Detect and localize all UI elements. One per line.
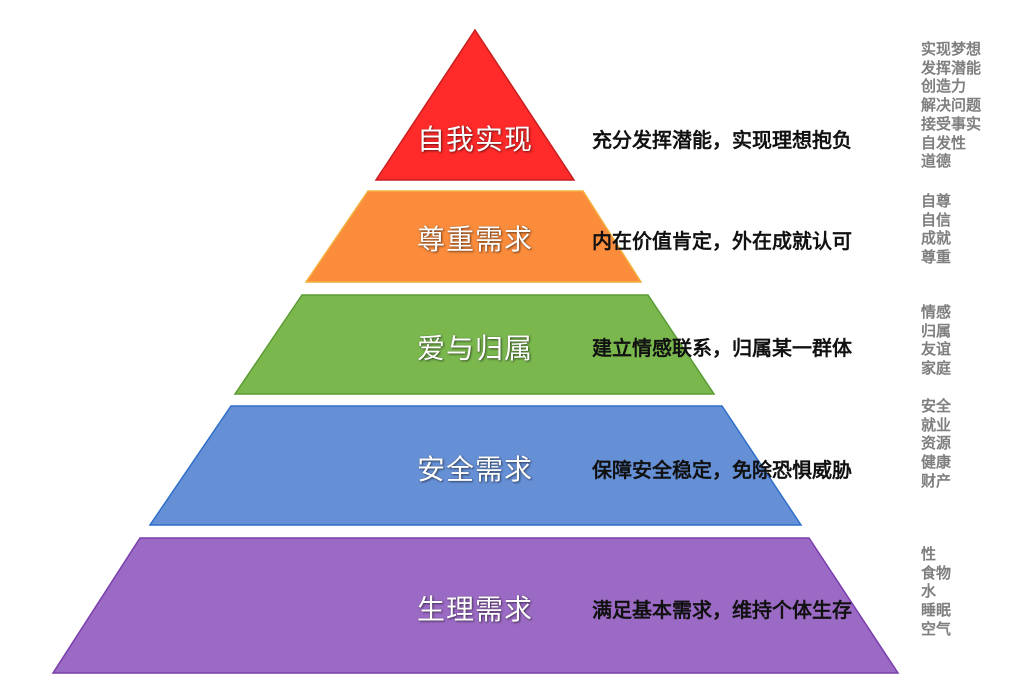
keyword-item: 道德 — [921, 152, 952, 171]
keyword-item: 尊重 — [921, 248, 952, 267]
keyword-item: 实现梦想 — [921, 40, 982, 58]
level-shape-physiological — [51, 537, 900, 674]
keyword-item: 自尊 — [921, 192, 952, 210]
keyword-item: 性 — [921, 545, 937, 563]
keyword-item: 就业 — [921, 415, 952, 434]
keywords-self-actualization: 实现梦想 发挥潜能 创造力 解决问题 接受事实 自发性 道德 — [921, 40, 981, 171]
level-title-safety: 安全需求 — [416, 453, 534, 486]
keyword-item: 发挥潜能 — [921, 58, 982, 77]
keyword-item: 解决问题 — [921, 96, 982, 115]
level-title-love-belonging: 爱与归属 — [416, 332, 534, 365]
level-shape-self-actualization — [374, 28, 576, 181]
level-desc-esteem: 内在价值肯定，外在成就认可 — [592, 229, 852, 253]
level-desc-physiological: 满足基本需求，维持个体生存 — [592, 598, 852, 622]
keyword-item: 水 — [921, 582, 937, 601]
keyword-item: 空气 — [921, 619, 952, 638]
keyword-item: 健康 — [921, 453, 952, 472]
keywords-love-belonging: 情感 归属 友谊 家庭 — [921, 303, 951, 378]
level-shape-safety — [148, 405, 803, 526]
level-title-esteem: 尊重需求 — [416, 223, 534, 256]
keywords-safety: 安全 就业 资源 健康 财产 — [921, 397, 951, 491]
keyword-item: 安全 — [921, 397, 952, 415]
keyword-item: 食物 — [921, 563, 952, 582]
level-title-self-actualization: 自我实现 — [416, 123, 534, 156]
keywords-physiological: 性 食物 水 睡眠 空气 — [921, 545, 951, 639]
keyword-item: 成就 — [921, 229, 952, 248]
keyword-item: 归属 — [921, 321, 952, 340]
keyword-item: 自信 — [921, 210, 952, 229]
keyword-item: 自发性 — [921, 133, 967, 152]
level-desc-safety: 保障安全稳定，免除恐惧威胁 — [592, 458, 852, 482]
level-shape-love-belonging — [233, 294, 716, 395]
keyword-item: 财产 — [921, 471, 952, 490]
keyword-item: 友谊 — [921, 340, 952, 359]
level-shape-esteem — [304, 190, 643, 283]
keywords-esteem: 自尊 自信 成就 尊重 — [921, 192, 951, 267]
keyword-item: 资源 — [921, 434, 952, 453]
level-desc-self-actualization: 充分发挥潜能，实现理想抱负 — [592, 128, 852, 152]
keyword-item: 家庭 — [921, 359, 952, 378]
keyword-item: 情感 — [921, 303, 952, 321]
level-title-physiological: 生理需求 — [416, 593, 534, 626]
keyword-item: 创造力 — [921, 77, 967, 96]
keyword-item: 睡眠 — [921, 601, 952, 620]
keyword-item: 接受事实 — [921, 114, 982, 133]
level-desc-love-belonging: 建立情感联系，归属某一群体 — [592, 336, 852, 360]
